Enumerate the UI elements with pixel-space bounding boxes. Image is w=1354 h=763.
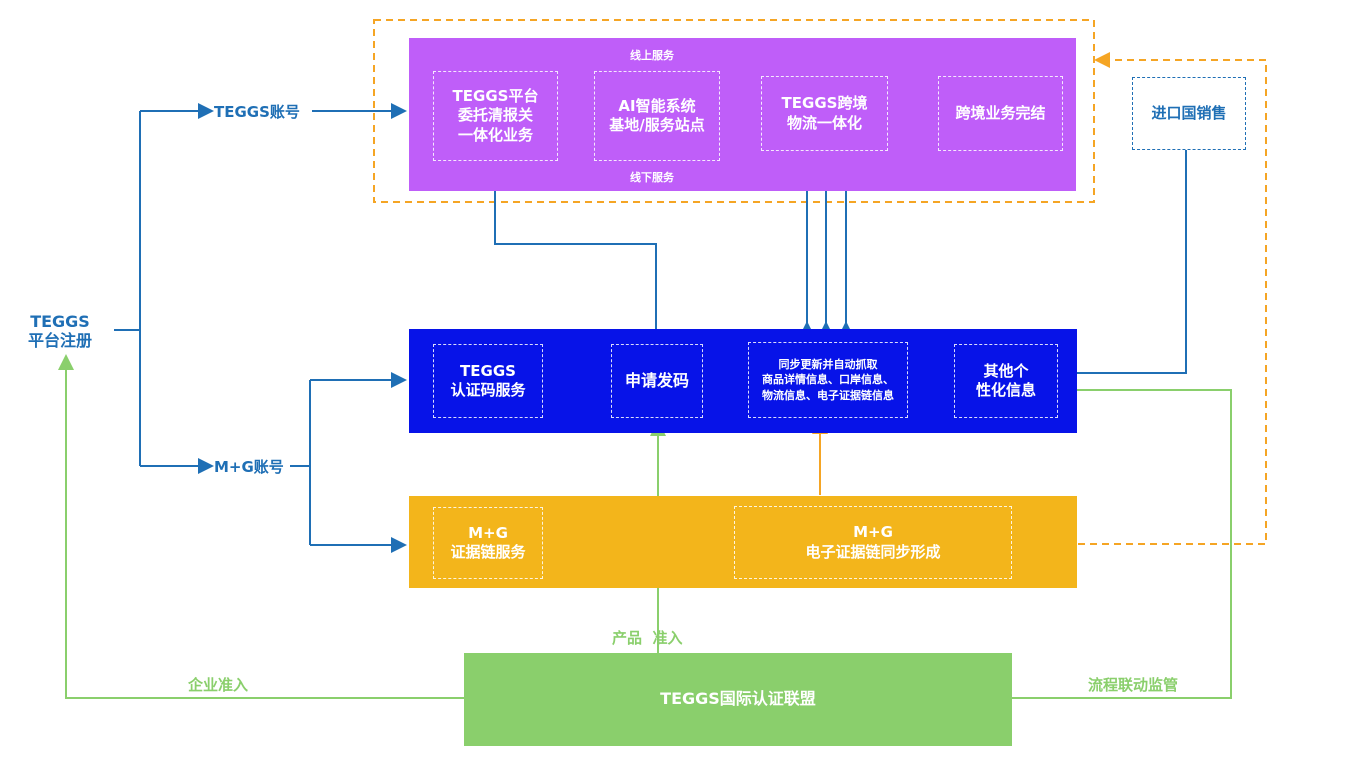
cross-border-complete-box: 跨境业务完结 [938, 76, 1063, 151]
import-sales-label: 进口国销售 [1151, 103, 1227, 122]
import-sales-box: 进口国销售 [1132, 77, 1246, 150]
register-line1: TEGGS [30, 312, 90, 331]
platform-register-label: TEGGS 平台注册 [28, 312, 92, 350]
enterprise-access-label: 企业准入 [188, 676, 249, 694]
box-line: 商品详情信息、口岸信息、 [762, 373, 894, 387]
box-line: TEGGS平台 [452, 86, 539, 105]
ai-system-box: AI智能系统 基地/服务站点 [594, 71, 720, 161]
offline-label: 线下服务 [630, 171, 674, 184]
box-line: AI智能系统 [618, 96, 696, 115]
online-label: 线上服务 [630, 49, 674, 62]
box-line: TEGGS [460, 361, 516, 380]
box-line: 跨境业务完结 [955, 103, 1046, 122]
orange-dashed-return [1078, 52, 1267, 545]
register-line2: 平台注册 [28, 331, 93, 351]
box-line: 其他个 [983, 361, 1029, 380]
online-dashed-frame [373, 19, 1095, 203]
teggs-alliance-box: TEGGS国际认证联盟 [464, 653, 1012, 746]
online-services-band [409, 38, 1076, 191]
box-line: 性化信息 [975, 381, 1036, 399]
box-line: 证据链服务 [450, 543, 526, 561]
box-line: 申请发码 [624, 370, 689, 390]
box-line: M+G [468, 523, 508, 542]
apply-code-box: 申请发码 [611, 344, 703, 418]
product-access-label: 产品 准入 [612, 629, 683, 647]
teggs-code-service-box: TEGGS 认证码服务 [433, 344, 543, 418]
teggs-logistics-box: TEGGS跨境 物流一体化 [761, 76, 888, 151]
mg-account-label: M+G账号 [214, 458, 284, 476]
alliance-name: TEGGS国际认证联盟 [660, 689, 816, 709]
sync-update-box: 同步更新并自动抓取 商品详情信息、口岸信息、 物流信息、电子证据链信息 [748, 342, 908, 418]
mg-evidence-band [409, 496, 1077, 588]
box-line: 委托清报关 [457, 106, 533, 125]
box-line: 物流一体化 [786, 113, 862, 132]
box-line: 认证码服务 [450, 381, 526, 399]
teggs-account-label: TEGGS账号 [214, 103, 300, 121]
mg-evidence-sync-box: M+G 电子证据链同步形成 [734, 506, 1012, 579]
certification-code-band [409, 329, 1077, 433]
box-line: 物流信息、电子证据链信息 [762, 388, 894, 402]
box-line: 一体化业务 [457, 125, 533, 144]
box-line: 电子证据链同步形成 [805, 542, 941, 561]
process-supervision-label: 流程联动监管 [1088, 676, 1179, 694]
teggs-platform-customs-box: TEGGS平台 委托清报关 一体化业务 [433, 71, 558, 161]
box-line: M+G [853, 523, 893, 541]
box-line: 基地/服务站点 [609, 116, 705, 134]
mg-evidence-service-box: M+G 证据链服务 [433, 507, 543, 579]
personalized-info-box: 其他个 性化信息 [954, 344, 1058, 418]
box-line: TEGGS跨境 [781, 94, 868, 112]
box-line: 同步更新并自动抓取 [778, 357, 878, 371]
